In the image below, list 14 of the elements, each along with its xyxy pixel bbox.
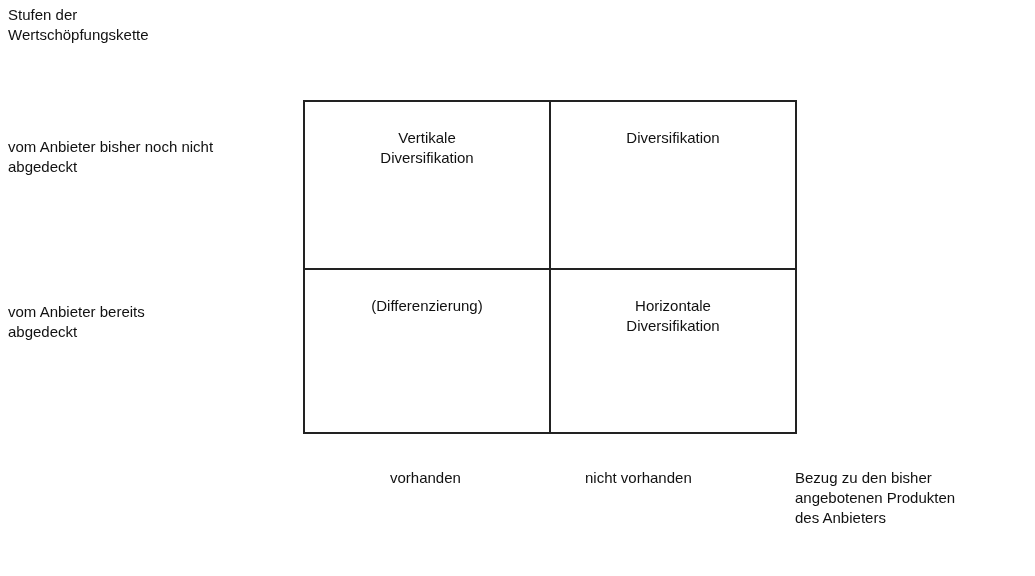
axis-label: Bezug zu den bisher angebotenen Produkten des Anbieters [795, 468, 957, 528]
matrix-cell [303, 268, 551, 434]
axis-label: nicht vorhanden [585, 468, 693, 488]
matrix-cell [549, 268, 797, 434]
cell-text: Vertikale Diversifikation [379, 128, 475, 168]
axis-label: vorhanden [390, 468, 462, 488]
axis-label: Stufen der Wertschöpfungskette [8, 5, 150, 45]
axis-label: vom Anbieter bisher noch nicht abgedeckt [8, 137, 215, 177]
cell-text: Horizontale Diversifikation [625, 296, 721, 336]
cell-text: Diversifikation [626, 128, 720, 148]
matrix-cell [303, 100, 551, 270]
matrix-cell [549, 100, 797, 270]
cell-text: (Differenzierung) [371, 296, 483, 316]
axis-label: vom Anbieter bereits abgedeckt [8, 302, 146, 342]
